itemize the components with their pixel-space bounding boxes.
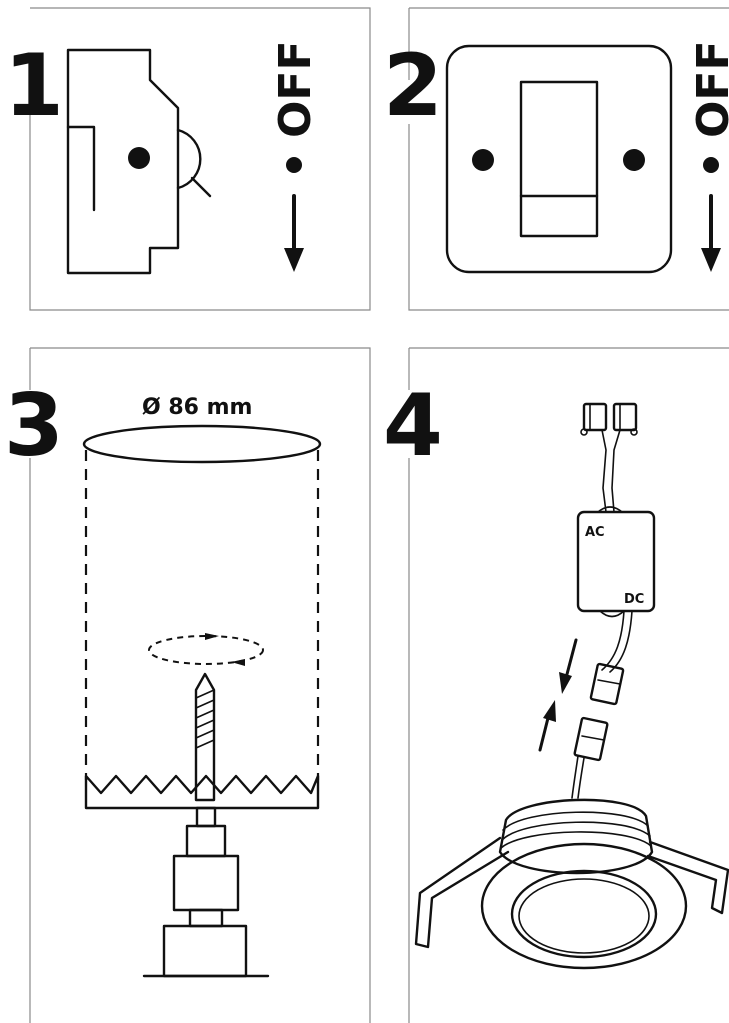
input-cable [601,429,621,513]
step-4-panel: 4 AC DC [383,347,729,1023]
dc-plug-lower-icon [573,716,609,762]
step-1-dot [286,157,302,173]
ceiling-hole-icon [82,424,322,464]
terminal-block-icon [580,402,638,436]
step-1-panel: 1 OFF [4,7,371,311]
driver-ac-label: AC [585,525,605,540]
step-2-panel: 2 OFF [383,7,729,311]
driver-dc-label: DC [624,592,644,607]
step-2-number: 2 [383,36,443,136]
step-1-arrow-down-icon [284,194,304,272]
step-3-frame [30,347,371,1023]
step-2-off-label: OFF [688,40,729,138]
step-2-frame-bottom [408,124,729,311]
connect-arrows-icon [538,638,578,752]
drill-bit-icon [194,672,216,802]
rotation-arrows-icon [148,633,264,666]
step-2-arrow-down-icon [701,194,721,272]
step-1-number: 1 [4,36,64,136]
step-3-diameter-label: Ø 86 mm [142,395,252,420]
switch-side-view-icon [66,48,212,275]
led-driver-icon [576,506,656,618]
step-1-frame [29,7,371,311]
switch-front-view-icon [445,44,673,274]
step-4-number: 4 [383,376,443,476]
step-1-off-label: OFF [270,40,321,138]
step-3-panel: 3 Ø 86 mm [4,347,371,1023]
output-cable [609,610,633,673]
drill-arbor-icon [142,806,270,978]
downlight-cable [577,757,585,799]
step-3-number: 3 [4,376,64,476]
hole-saw-icon [84,774,320,810]
step-2-dot [703,157,719,173]
downlight-icon [414,798,729,970]
dc-plug-upper-icon [589,662,625,706]
